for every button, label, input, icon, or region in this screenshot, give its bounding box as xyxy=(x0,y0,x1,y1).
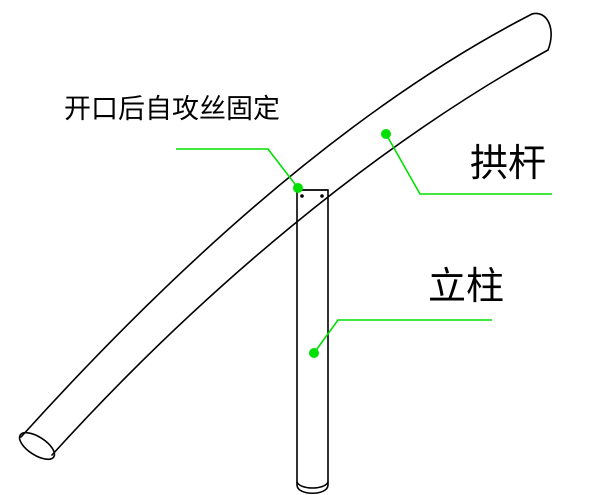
post-label: 立柱 xyxy=(428,264,504,308)
arch-bar-leader-dot xyxy=(381,129,391,139)
arch-bar-upper-edge xyxy=(20,13,533,438)
arch-bar-label: 拱杆 xyxy=(470,141,546,185)
screw-hole-left xyxy=(300,194,304,198)
post-leader-line xyxy=(313,319,492,354)
arch-bar-lower-edge xyxy=(51,49,549,456)
arch-bar-leader-line xyxy=(385,133,552,195)
note-leader-line xyxy=(176,148,299,189)
post xyxy=(296,189,329,495)
arch-bar xyxy=(18,12,552,461)
arch-bar-right-end-cap xyxy=(531,12,552,51)
arch-bar-left-end-opening xyxy=(18,431,56,461)
post-bottom-curve xyxy=(296,481,329,489)
note-leader-dot xyxy=(293,183,303,193)
note-label: 开口后自攻丝固定 xyxy=(64,94,280,125)
post-body-outline xyxy=(296,189,329,495)
screw-hole-right xyxy=(320,194,324,198)
leader-lines xyxy=(176,129,552,358)
post-leader-dot xyxy=(309,348,319,358)
